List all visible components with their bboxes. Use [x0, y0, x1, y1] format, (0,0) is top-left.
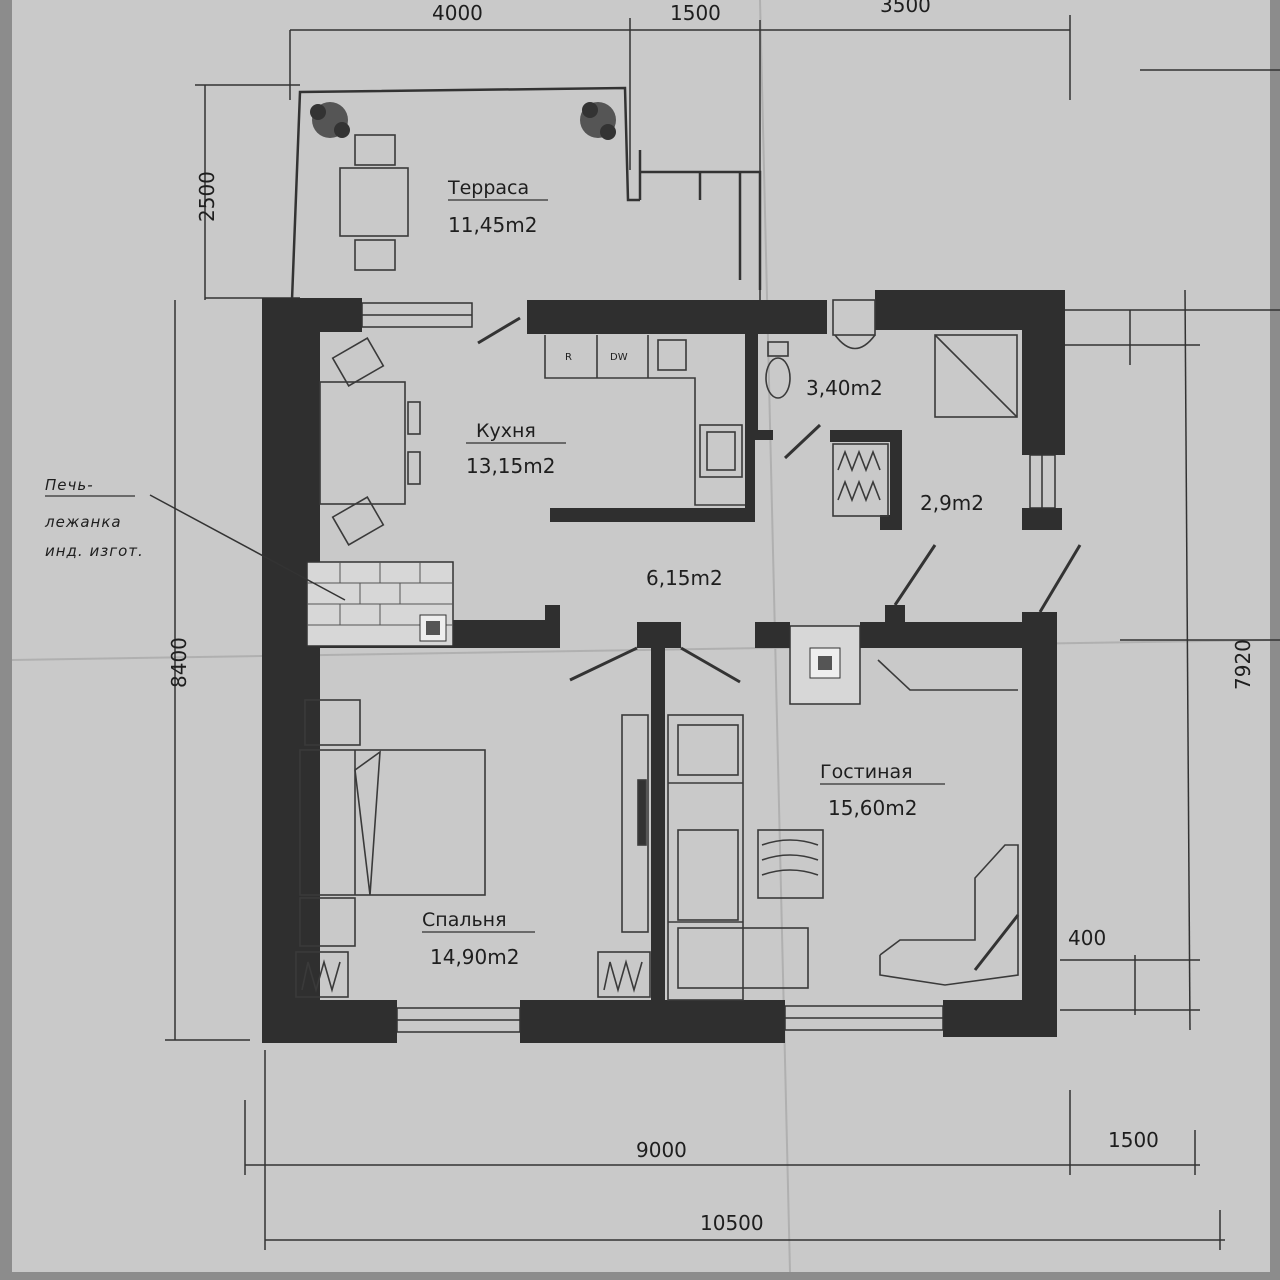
dishwasher-label: DW	[610, 352, 628, 363]
kitchen-counter	[544, 335, 745, 506]
doors	[477, 316, 1082, 971]
stove-note-line3: инд. изгот.	[45, 542, 144, 560]
bedroom-area: 14,90m2	[430, 945, 519, 969]
stove-leader-line	[149, 494, 346, 601]
terrace-outline	[290, 86, 762, 301]
stove-note: Печь- лежанка инд. изгот.	[44, 476, 144, 560]
stove-note-line2: лежанка	[44, 513, 122, 531]
dim-top-right: 3500	[880, 0, 931, 17]
dim-bottom-main: 9000	[636, 1138, 687, 1162]
fridge-label: R	[565, 352, 572, 363]
hall-area: 6,15m2	[646, 566, 723, 590]
living-room-stove	[789, 625, 861, 705]
kitchen-area: 13,15m2	[466, 454, 555, 478]
living-area: 15,60m2	[828, 796, 917, 820]
dim-right-total: 7920	[1231, 639, 1255, 690]
stove-note-line1: Печь-	[45, 476, 94, 494]
bedroom-bed	[299, 699, 486, 947]
dim-bottom-total: 10500	[700, 1211, 764, 1235]
terrace-area: 11,45m2	[448, 213, 537, 237]
bathroom-fixtures	[765, 299, 1018, 418]
living-armchair	[757, 659, 1019, 986]
dim-right-small: 400	[1068, 926, 1106, 950]
room-labels: Терраса 11,45m2 Кухня 13,15m2 3,40m2 2,9…	[422, 177, 984, 969]
dim-left-total: 8400	[167, 637, 191, 688]
terrace-dining-set	[339, 134, 409, 271]
exterior-walls	[262, 290, 1065, 1043]
dim-bottom-right: 1500	[1108, 1128, 1159, 1152]
windows	[361, 302, 1056, 1033]
dimension-labels: 4000 1500 3500 2500 8400 7920 400 9000 1…	[167, 0, 1255, 1235]
terrace-name: Терраса	[447, 177, 529, 199]
bedroom-wardrobe	[295, 714, 651, 998]
dim-top-mid: 1500	[670, 1, 721, 25]
bedroom-name: Спальня	[422, 909, 507, 931]
storage-shelving	[832, 443, 889, 517]
dimension-lines	[165, 15, 1280, 1250]
bathroom-area: 3,40m2	[806, 376, 883, 400]
kitchen-dining-set	[319, 337, 421, 546]
plant-icon	[580, 102, 616, 140]
plant-icon	[310, 102, 350, 138]
living-sofa	[667, 714, 809, 1001]
dim-top-left: 4000	[432, 1, 483, 25]
dim-left-terrace: 2500	[195, 171, 219, 222]
living-name: Гостиная	[820, 761, 913, 783]
storage-area: 2,9m2	[920, 491, 984, 515]
kitchen-name: Кухня	[476, 420, 536, 442]
stove	[306, 561, 454, 647]
